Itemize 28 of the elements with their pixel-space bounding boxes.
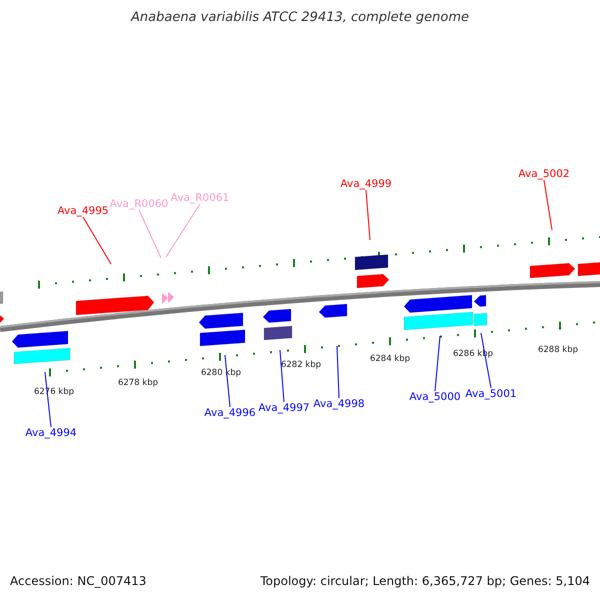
gene-label: Ava_4998 — [313, 398, 365, 410]
accession-label: Accession: NC_007413 — [10, 574, 146, 588]
gene-label: Ava_5000 — [409, 391, 461, 403]
gene-label: Ava_4996 — [204, 407, 256, 419]
leader-line — [44, 372, 52, 428]
gene-label: Ava_R0060 — [110, 198, 168, 210]
leader-line — [224, 354, 230, 408]
leader-line — [166, 204, 200, 258]
gene-label: Ava_4994 — [25, 427, 77, 439]
gene-label: Ava_5001 — [465, 388, 517, 400]
scale-label: 6288 kbp — [538, 345, 578, 355]
scale-label: 6278 kbp — [118, 378, 158, 388]
leader-line — [82, 216, 112, 264]
leader-line — [366, 190, 370, 240]
leader-line — [434, 336, 440, 392]
leader-line — [544, 180, 552, 230]
scale-label: 6282 kbp — [280, 360, 322, 370]
title: Anabaena variabilis ATCC 29413, complete genome — [131, 10, 469, 25]
leader-line — [138, 210, 162, 258]
gene-label: Ava_5002 — [518, 168, 570, 180]
scale-label: 6284 kbp — [370, 354, 410, 364]
gene-label: Ava_4999 — [340, 178, 392, 190]
gene-label: Ava_4995 — [57, 205, 109, 217]
leader-line — [280, 350, 284, 402]
gene-label: Ava_4997 — [258, 402, 310, 414]
leader-line — [336, 346, 340, 398]
genome-info: Topology: circular; Length: 6,365,727 bp; Genes: 5,104 — [260, 574, 590, 588]
gene-label: Ava_R0061 — [170, 192, 230, 204]
